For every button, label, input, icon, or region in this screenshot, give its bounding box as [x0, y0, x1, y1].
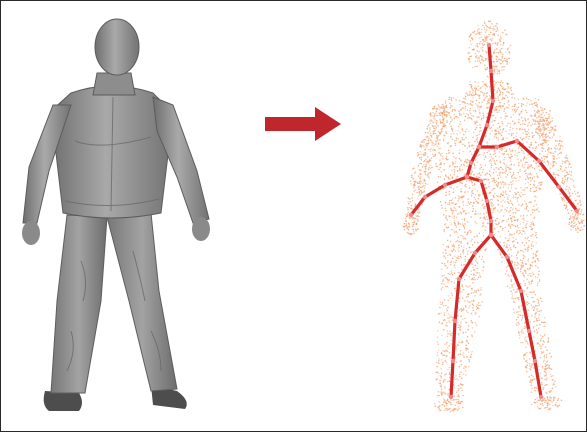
mesh-head — [95, 19, 139, 75]
skeleton-joint — [465, 175, 469, 179]
mesh-right-hand — [192, 217, 210, 241]
skeleton-joint — [495, 145, 499, 149]
skeleton-joint — [443, 183, 447, 187]
skeleton-joint — [505, 255, 509, 259]
skeleton-branch-6 — [467, 177, 491, 235]
human-point-cloud — [403, 20, 585, 412]
mesh-left-leg — [51, 215, 107, 393]
skeleton-branch-8 — [491, 235, 541, 397]
human-mesh-model — [22, 19, 210, 411]
skeleton-joint — [473, 251, 477, 255]
skeleton-branch-4 — [517, 141, 577, 211]
skeleton-joint — [527, 329, 531, 333]
skeleton-joint — [489, 69, 493, 73]
mesh-collar — [93, 73, 135, 95]
skeleton-joint — [519, 289, 523, 293]
skeleton-joint — [491, 99, 495, 103]
skeleton-joint — [575, 209, 579, 213]
skeleton-joint — [515, 139, 519, 143]
skeleton-joint — [409, 213, 413, 217]
skeleton-joint — [485, 199, 489, 203]
skeleton-joint — [477, 145, 481, 149]
skeleton-joint — [479, 179, 483, 183]
skeleton-joint — [537, 159, 541, 163]
skeleton-joint — [533, 359, 537, 363]
skeleton-joint — [453, 319, 457, 323]
skeleton-joint — [469, 161, 473, 165]
skeleton-joint — [423, 195, 427, 199]
right-arrow-icon — [265, 107, 341, 141]
skeleton-joint — [449, 395, 453, 399]
skeleton-joint — [489, 233, 493, 237]
mesh-left-shoe — [44, 391, 82, 411]
skeleton-joint — [539, 395, 543, 399]
skeleton-joint — [489, 219, 493, 223]
skeleton-joint — [457, 277, 461, 281]
mesh-left-hand — [22, 221, 40, 245]
mesh-right-leg — [107, 213, 177, 391]
skeleton-joint — [557, 185, 561, 189]
skeleton-joint — [451, 359, 455, 363]
skeleton-joint — [487, 43, 491, 47]
skeleton-branch-7 — [451, 235, 491, 397]
skeleton-joint — [485, 123, 489, 127]
